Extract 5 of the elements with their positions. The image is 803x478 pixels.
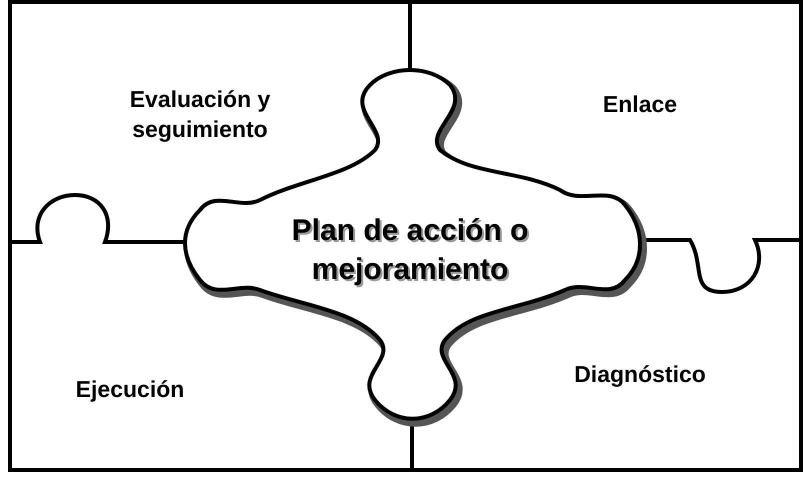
piece-label: Evaluación y seguimiento (128, 85, 272, 144)
piece-label: Ejecución (76, 375, 184, 404)
piece-label: Plan de acción o mejoramiento (290, 213, 530, 288)
piece-label: Diagnóstico (574, 360, 706, 390)
piece-label: Enlace (602, 90, 678, 120)
